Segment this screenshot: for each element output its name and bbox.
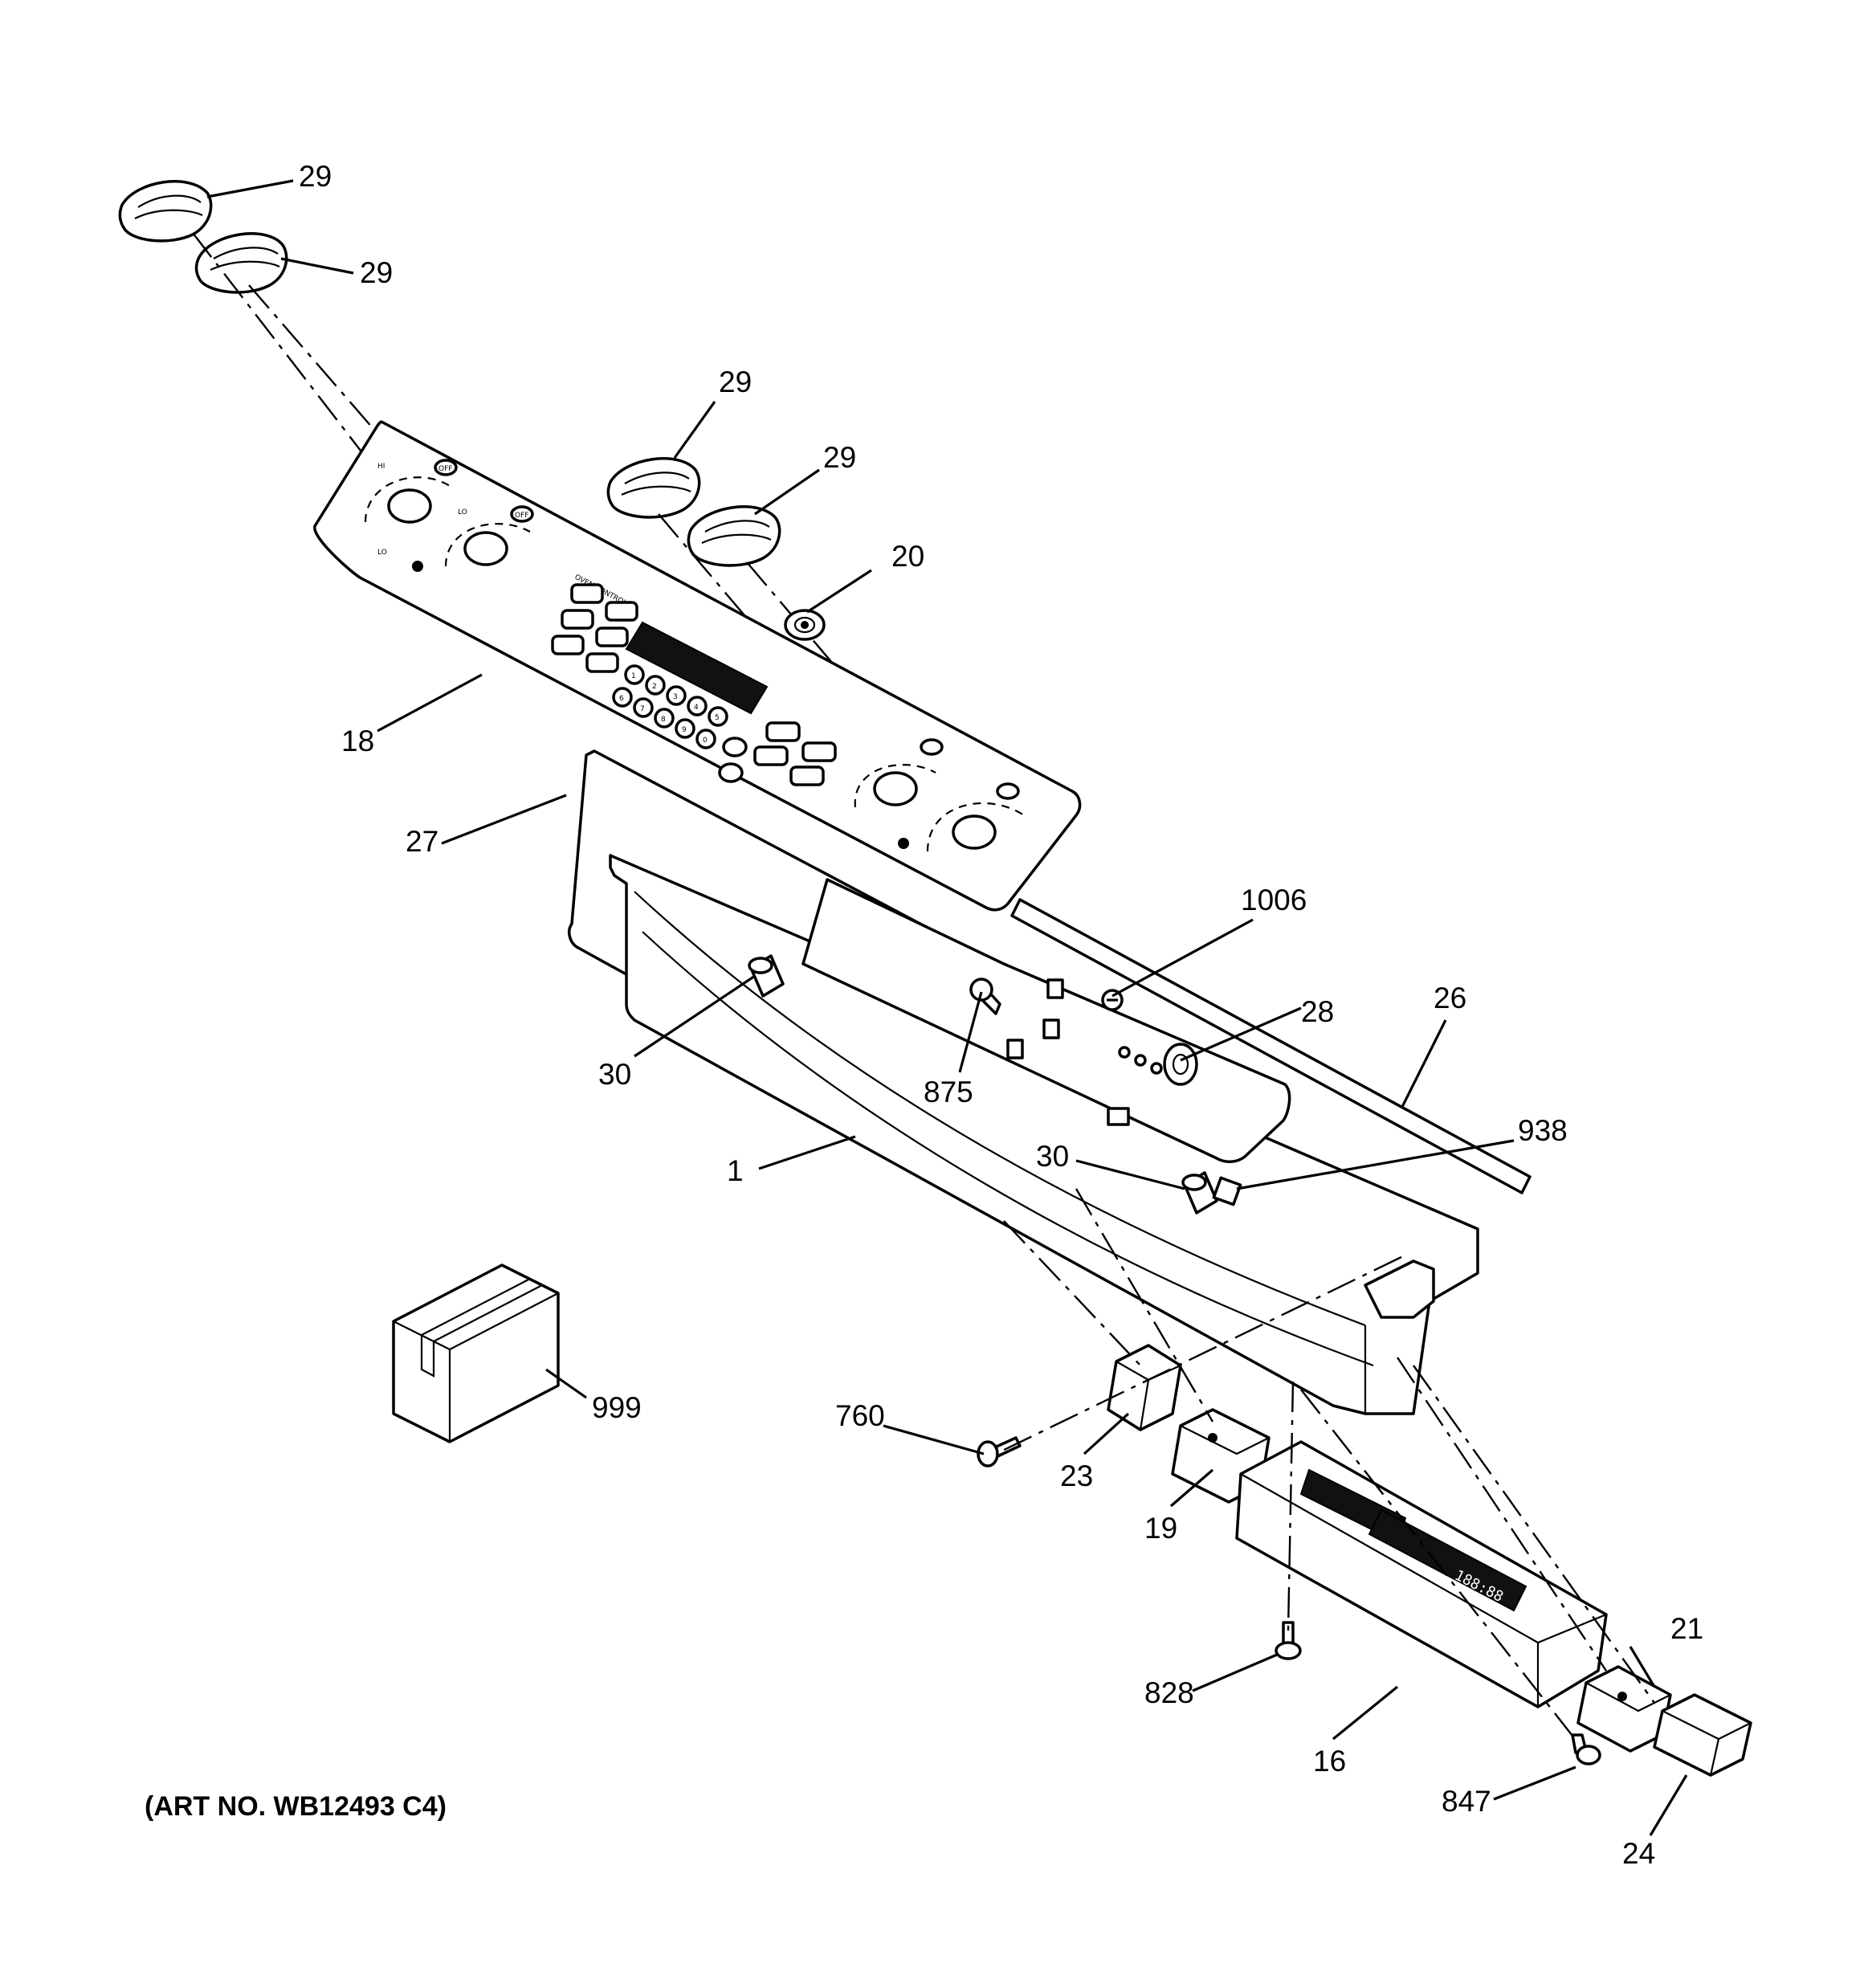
svg-text:7: 7 (640, 705, 645, 713)
knob-29-fourth (687, 505, 781, 567)
callout-828: 828 (1144, 1676, 1194, 1709)
callout-760: 760 (835, 1399, 885, 1432)
infinite-switch-24 (1653, 1693, 1752, 1777)
knob-29-top-left (118, 180, 213, 243)
push-switch-30-left (748, 954, 785, 998)
callout-16: 16 (1313, 1745, 1346, 1778)
electronic-control-16: 188:88 (1235, 1440, 1608, 1708)
callout-938: 938 (1518, 1114, 1568, 1147)
svg-text:3: 3 (673, 693, 678, 701)
screw-760 (977, 1436, 1022, 1468)
leader-lines (206, 179, 1688, 1836)
callout-29-c: 29 (719, 365, 752, 398)
svg-text:4: 4 (694, 704, 699, 712)
callout-21: 21 (1670, 1612, 1703, 1645)
callout-20: 20 (891, 540, 924, 573)
panel-display-window (625, 621, 769, 715)
surface-dial-right-front (926, 802, 1025, 852)
callout-29-b: 29 (360, 256, 393, 289)
callout-28: 28 (1301, 995, 1334, 1028)
control-board-assembly (801, 878, 1291, 1163)
callout-26: 26 (1434, 982, 1466, 1014)
off-indicator-2: OFF (510, 505, 534, 523)
svg-text:6: 6 (619, 695, 624, 703)
callout-18: 18 (341, 725, 374, 757)
callout-24: 24 (1622, 1837, 1655, 1870)
oven-control-keys (551, 583, 638, 673)
box-999-package (392, 1263, 560, 1443)
clip-938 (1212, 1176, 1242, 1206)
svg-text:5: 5 (715, 714, 720, 722)
surface-dial-left-front: HI LO (364, 463, 451, 557)
svg-text:LO: LO (458, 508, 467, 516)
svg-text:1: 1 (631, 672, 636, 680)
svg-text:2: 2 (652, 683, 657, 691)
number-keypad: 1 2 3 4 5 6 7 8 9 0 (612, 664, 728, 749)
callout-30-a: 30 (598, 1058, 631, 1091)
callout-29-a: 29 (299, 160, 332, 193)
screw-1006 (1101, 989, 1124, 1011)
off-indicator-1: OFF (434, 459, 458, 476)
surface-dial-left-rear: LO (444, 508, 531, 567)
right-control-keys (718, 721, 837, 786)
art-number-caption: (ART NO. WB12493 C4) (145, 1791, 447, 1822)
svg-text:8: 8 (661, 716, 666, 724)
infinite-switch-21 (1576, 1665, 1672, 1753)
callout-27: 27 (406, 825, 438, 858)
callout-29-d: 29 (823, 441, 856, 474)
svg-text:HI: HI (377, 463, 385, 471)
svg-text:OFF: OFF (515, 512, 528, 520)
screw-847 (1571, 1733, 1601, 1766)
screw-828 (1275, 1621, 1302, 1660)
callout-30-b: 30 (1036, 1140, 1069, 1173)
callout-23: 23 (1060, 1459, 1093, 1492)
grommet-28 (1163, 1043, 1198, 1086)
callout-1006: 1006 (1241, 884, 1307, 916)
push-switch-30-right (1181, 1171, 1218, 1214)
svg-text:9: 9 (682, 726, 687, 734)
svg-text:LO: LO (377, 549, 387, 557)
part-20-knob-shaft-ring (784, 609, 826, 641)
trim-strip-26 (1010, 898, 1532, 1194)
control-panel-18: HI LO LO OFF OFF OVEN CONTROLS (313, 420, 1082, 912)
infinite-switch-23 (1107, 1344, 1182, 1431)
callout-847: 847 (1442, 1785, 1491, 1818)
surface-dial-right-rear (854, 764, 936, 808)
knob-29-third (606, 457, 701, 519)
callout-875: 875 (924, 1076, 973, 1108)
main-housing-1 (609, 854, 1479, 1415)
callout-1: 1 (727, 1154, 744, 1187)
callout-999: 999 (592, 1391, 642, 1424)
knob-29-second (194, 232, 288, 294)
callout-19: 19 (1144, 1512, 1177, 1545)
svg-text:0: 0 (703, 737, 708, 745)
svg-text:OFF: OFF (438, 465, 452, 473)
